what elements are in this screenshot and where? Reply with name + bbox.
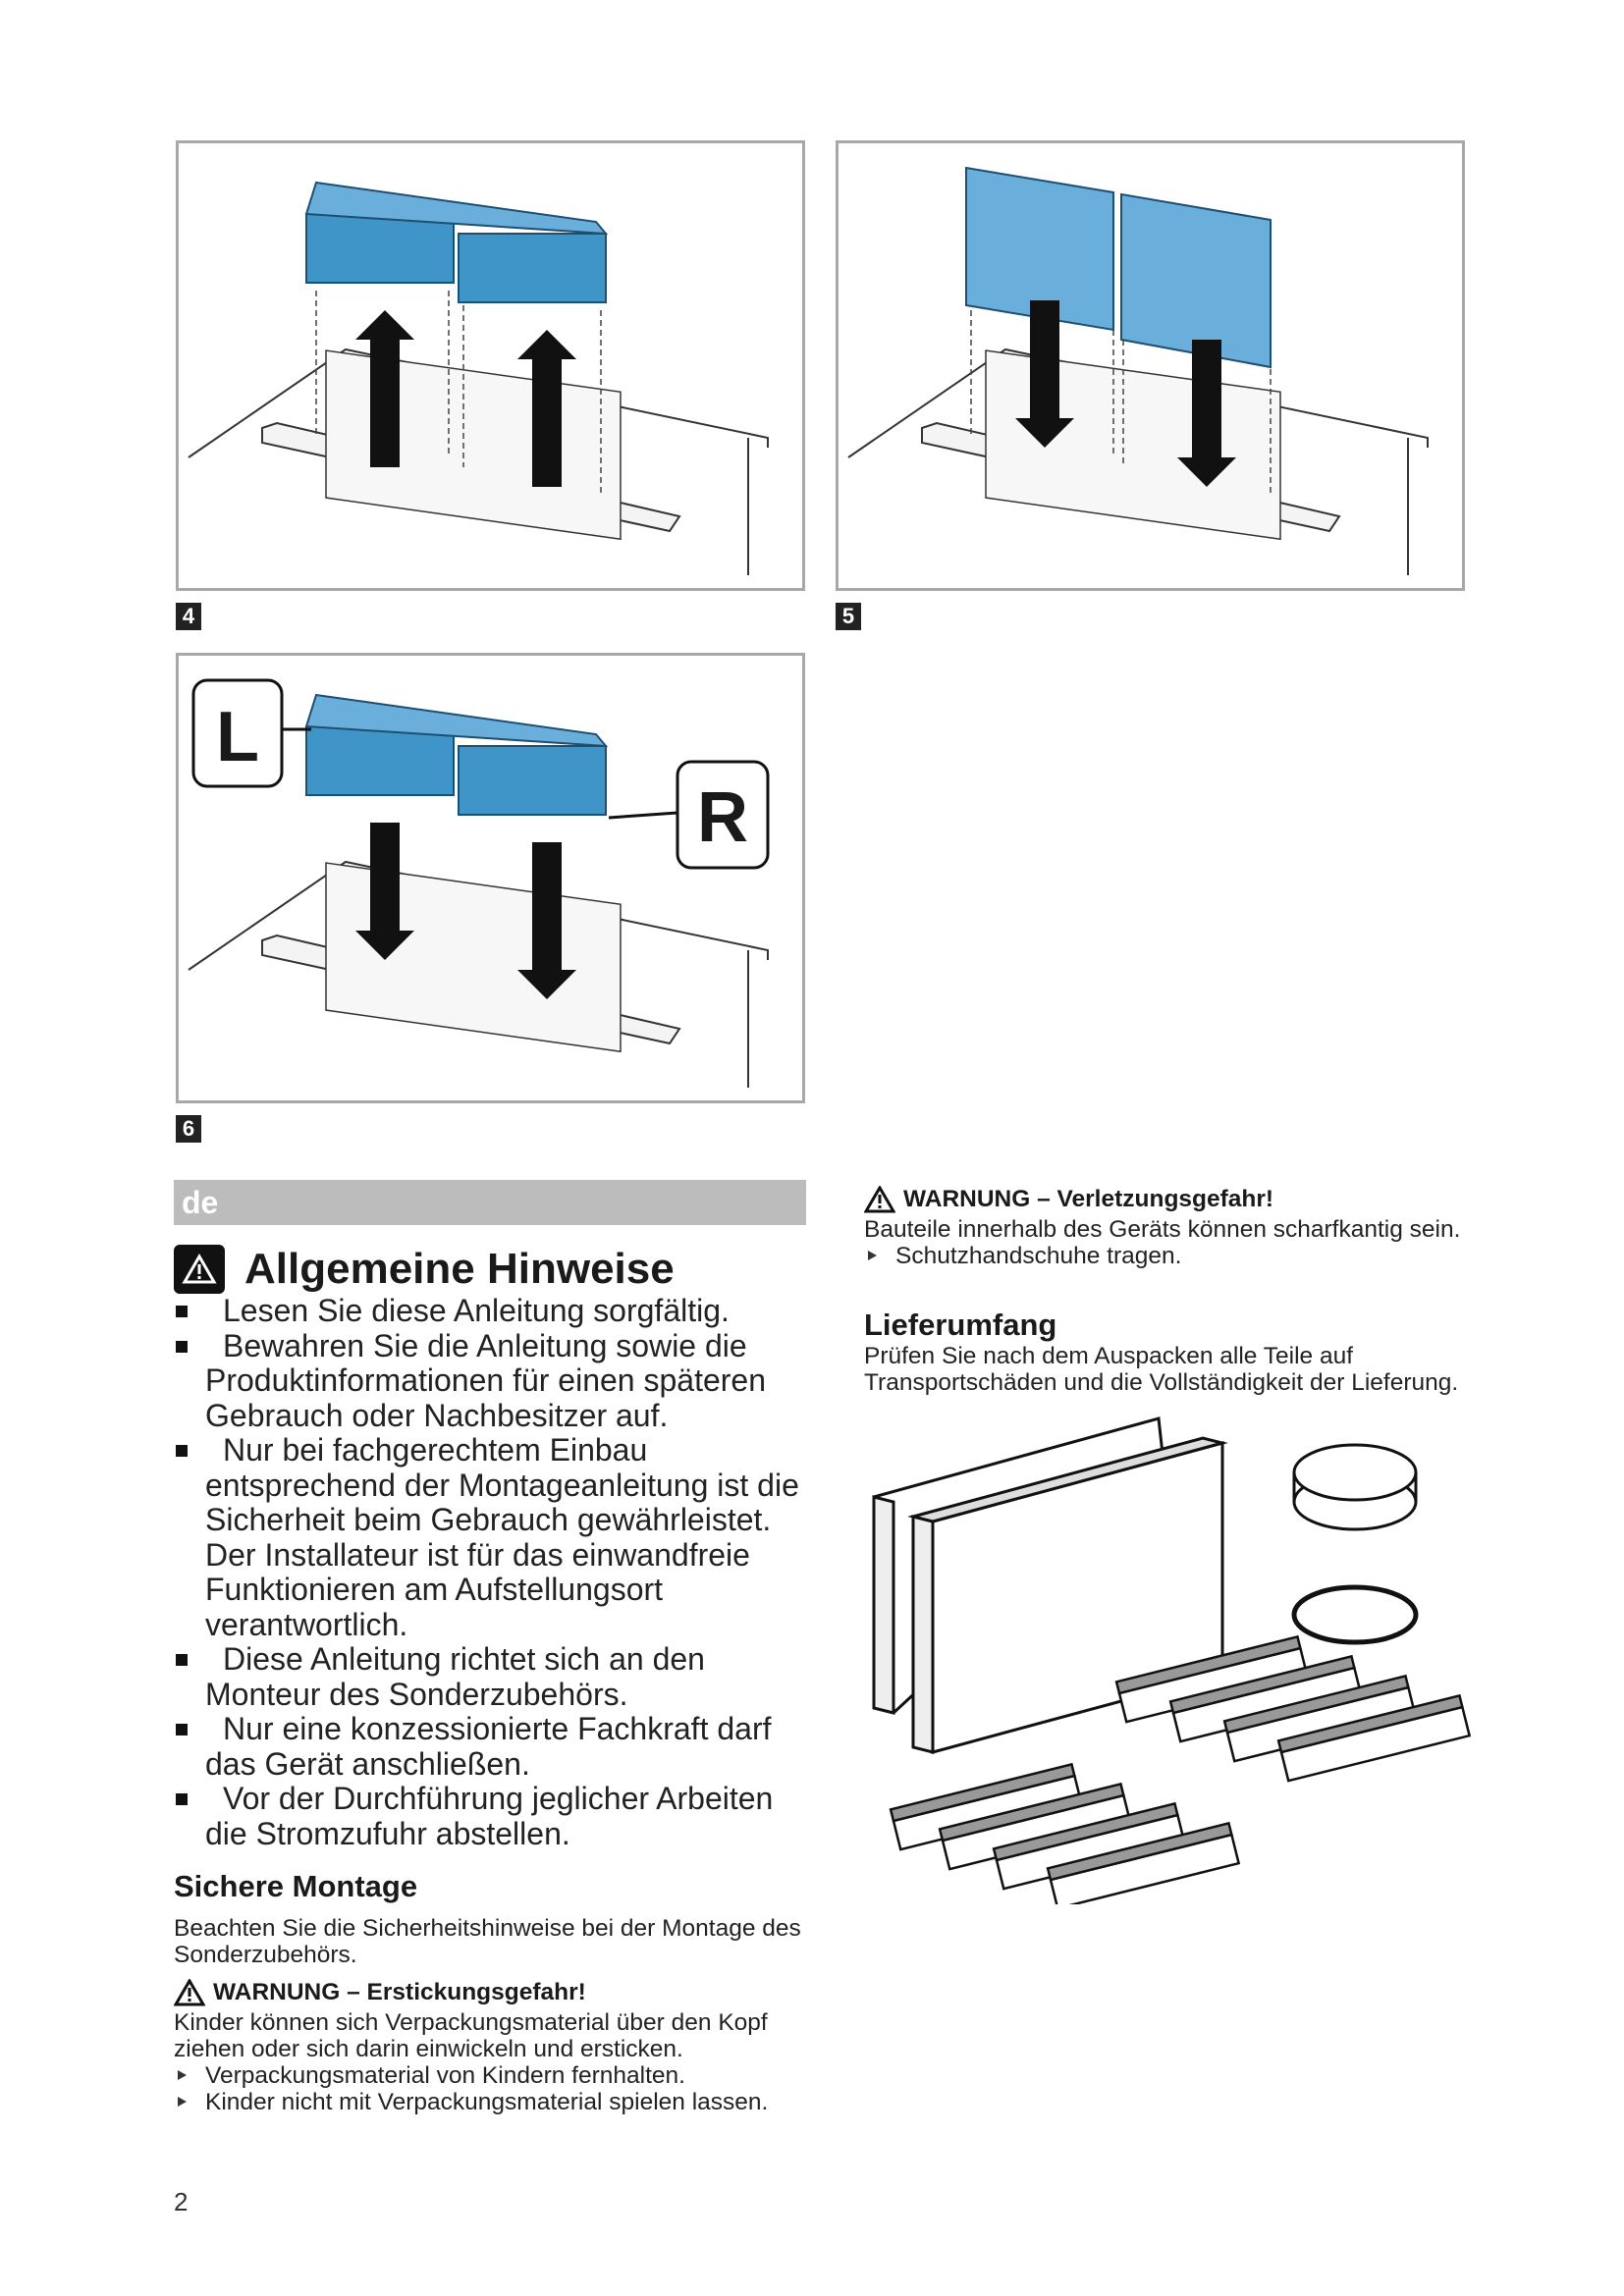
- warning-icon: [174, 1245, 225, 1294]
- section-heading-general: Allgemeine Hinweise: [174, 1245, 675, 1294]
- page-number: 2: [174, 2187, 189, 2216]
- safe-mounting-heading: Sichere Montage: [174, 1869, 418, 1903]
- figure-5: [836, 140, 1465, 591]
- illustration-filter-insertion: [847, 166, 1429, 575]
- list-item: Diese Anleitung richtet sich an den Mont…: [174, 1641, 812, 1712]
- list-item: Lesen Sie diese Anleitung sorgfältig.: [174, 1293, 812, 1329]
- list-item: Vor der Durchführung jeglicher Arbeiten …: [174, 1781, 812, 1851]
- action-item: Schutzhandschuhe tragen.: [864, 1243, 1492, 1269]
- section-title: Allgemeine Hinweise: [244, 1245, 675, 1293]
- list-item: Nur bei fachgerechtem Einbau entsprechen…: [174, 1432, 812, 1642]
- general-notes-list: Lesen Sie diese Anleitung sorgfältig. Be…: [174, 1293, 812, 1851]
- illustration-filter-removal: [188, 181, 769, 575]
- action-item: Verpackungsmaterial von Kindern fernhalt…: [174, 2062, 783, 2089]
- list-item: Nur eine konzessionierte Fachkraft darf …: [174, 1711, 812, 1782]
- safe-mounting-text: Beachten Sie die Sicherheitshinweise bei…: [174, 1915, 801, 1968]
- injury-warning-text: Bauteile innerhalb des Geräts können sch…: [864, 1216, 1492, 1269]
- figure-6: L R: [176, 653, 805, 1103]
- illustration-filter-left-right: [188, 678, 770, 1088]
- list-item: Bewahren Sie die Anleitung sowie die Pro…: [174, 1328, 812, 1434]
- delivery-heading: Lieferumfang: [864, 1308, 1057, 1342]
- figure-number: 6: [176, 1115, 201, 1143]
- warning-triangle-icon: [174, 1979, 205, 2006]
- figure-number: 5: [836, 603, 861, 630]
- action-item: Kinder nicht mit Verpackungsmaterial spi…: [174, 2089, 783, 2115]
- label-left: L: [216, 698, 259, 776]
- language-tab: de: [174, 1180, 806, 1225]
- language-label: de: [182, 1185, 219, 1220]
- warning-triangle-icon: [864, 1186, 895, 1213]
- injury-warning-heading: WARNUNG – Verletzungsgefahr!: [864, 1186, 1273, 1213]
- delivery-text: Prüfen Sie nach dem Auspacken alle Teile…: [864, 1343, 1459, 1396]
- figure-4: [176, 140, 805, 591]
- carbon-filters: [889, 1634, 1472, 1904]
- grease-filter-stack: [1291, 1443, 1419, 1645]
- delivery-contents-illustration: [872, 1416, 1472, 1904]
- suffocation-warning-text: Kinder können sich Verpackungsmaterial ü…: [174, 2009, 783, 2115]
- label-right: R: [697, 778, 748, 857]
- figure-number: 4: [176, 603, 201, 630]
- suffocation-warning-heading: WARNUNG – Erstickungsgefahr!: [174, 1979, 586, 2006]
